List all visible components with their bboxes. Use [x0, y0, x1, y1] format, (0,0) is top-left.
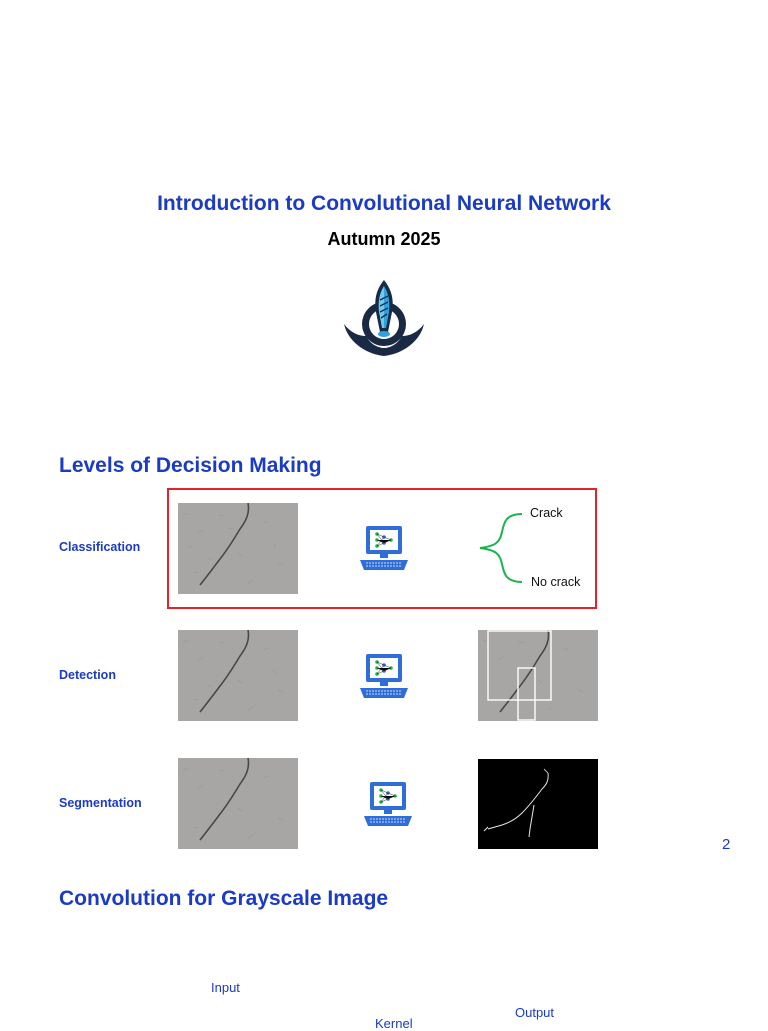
computer-network-icon [362, 780, 414, 828]
classification-highlight-box [167, 488, 597, 609]
section-title-decision-making: Levels of Decision Making [59, 454, 322, 477]
row-label-segmentation: Segmentation [59, 796, 142, 810]
detection-output-image [478, 630, 598, 721]
crack-image-detection [178, 630, 298, 721]
section-title-convolution: Convolution for Grayscale Image [59, 887, 389, 910]
class-label-no-crack: No crack [531, 575, 581, 589]
input-label: Input [211, 980, 240, 995]
page-number: 2 [722, 836, 731, 853]
row-label-detection: Detection [59, 668, 116, 682]
computer-network-icon [358, 652, 410, 700]
class-label-crack: Crack [530, 506, 563, 520]
crack-image-classification [178, 503, 298, 594]
output-label: Output [515, 1005, 555, 1020]
crack-image-segmentation [178, 758, 298, 849]
row-label-classification: Classification [59, 540, 141, 554]
segmentation-output-image [478, 759, 598, 849]
document-title: Introduction to Convolutional Neural Net… [157, 192, 611, 215]
document-subtitle: Autumn 2025 [327, 229, 441, 249]
institute-logo [340, 278, 428, 360]
computer-network-icon [358, 524, 410, 572]
green-brace-icon [476, 510, 526, 586]
